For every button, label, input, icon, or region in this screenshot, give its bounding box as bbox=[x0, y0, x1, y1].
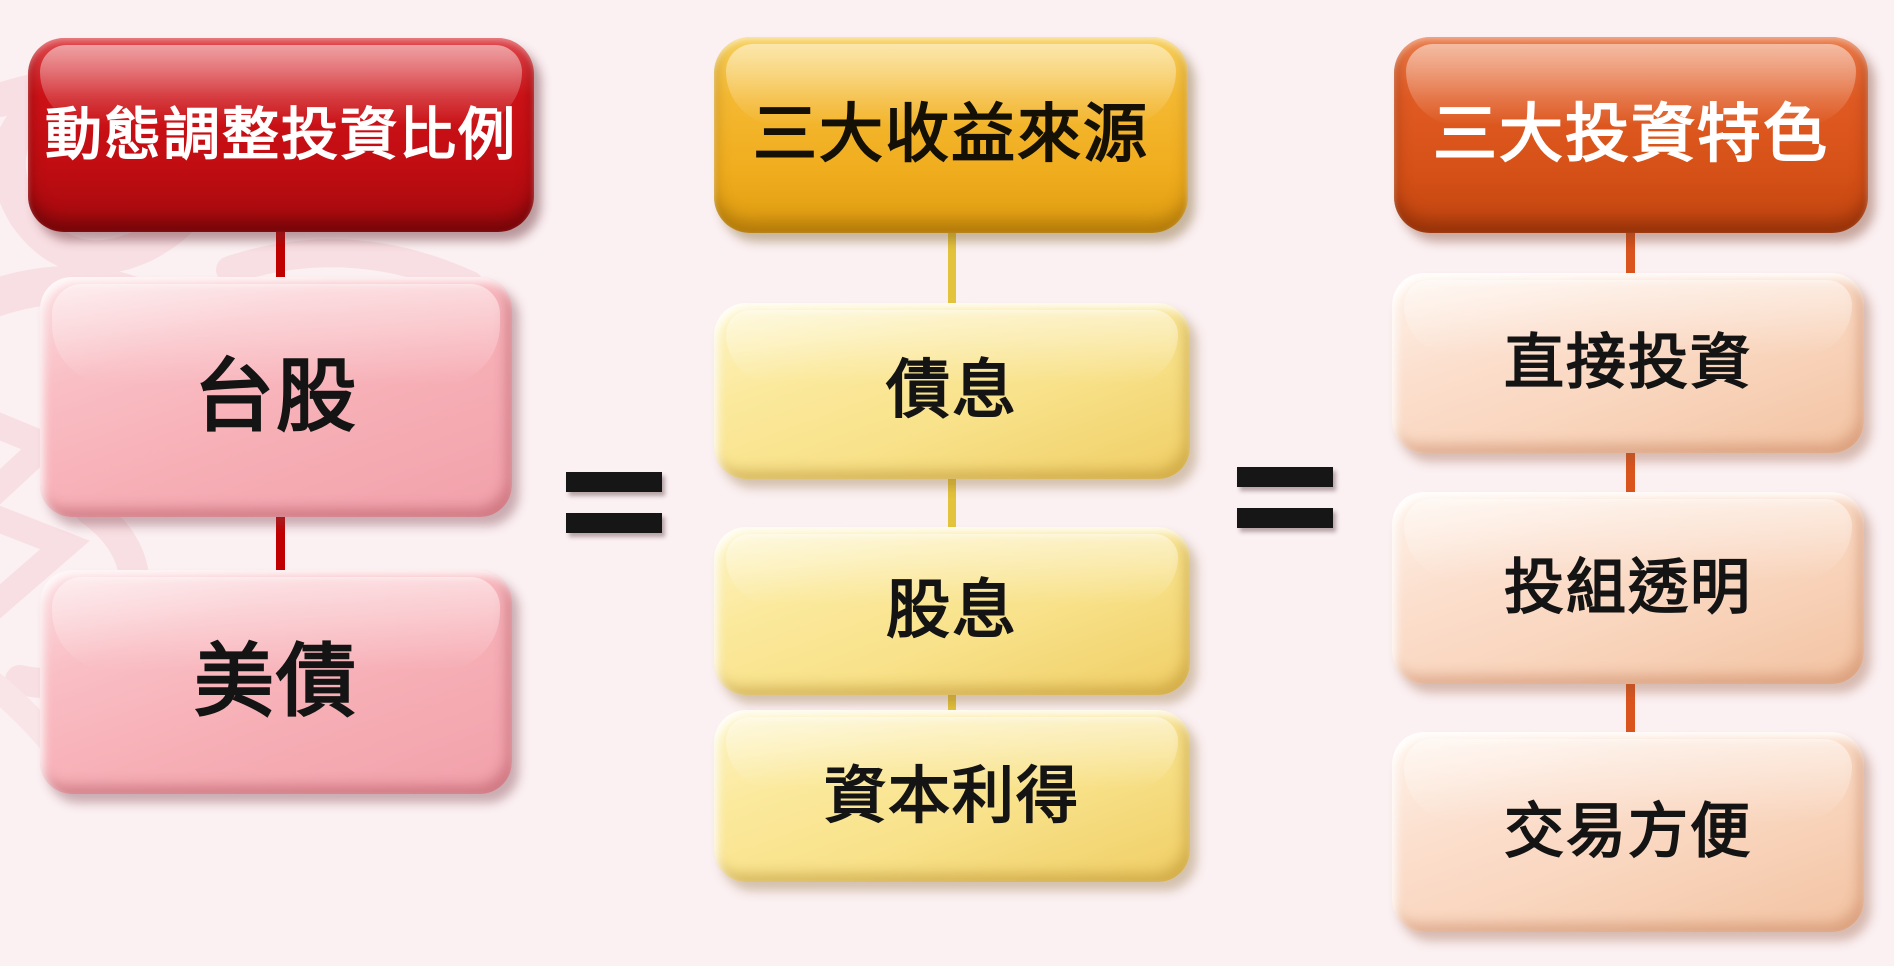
connector-line bbox=[948, 228, 956, 308]
node-us-bonds: 美債 bbox=[40, 570, 512, 794]
connector-line bbox=[948, 475, 956, 531]
node-stock-dividends: 股息 bbox=[714, 527, 1190, 695]
equals-bar bbox=[566, 513, 662, 533]
header-dynamic-allocation: 動態調整投資比例 bbox=[28, 38, 534, 232]
connector-line bbox=[1626, 680, 1635, 736]
connector-line bbox=[1626, 448, 1635, 496]
connector-line bbox=[276, 512, 285, 574]
connector-line bbox=[276, 226, 285, 282]
node-label: 股息 bbox=[886, 574, 1018, 648]
node-label: 債息 bbox=[886, 354, 1018, 428]
equals-bar bbox=[566, 472, 662, 492]
header-investment-features: 三大投資特色 bbox=[1394, 37, 1868, 233]
node-label: 投組透明 bbox=[1504, 553, 1752, 623]
node-label: 資本利得 bbox=[823, 759, 1080, 832]
node-transparent-portfolio: 投組透明 bbox=[1392, 492, 1864, 684]
node-label: 交易方便 bbox=[1504, 797, 1752, 867]
node-convenient-trading: 交易方便 bbox=[1392, 732, 1864, 932]
node-label: 台股 bbox=[194, 350, 358, 443]
node-direct-investment: 直接投資 bbox=[1392, 273, 1864, 453]
header-income-sources: 三大收益來源 bbox=[714, 37, 1188, 233]
equals-icon: = bbox=[1237, 467, 1333, 528]
node-capital-gains: 資本利得 bbox=[714, 710, 1190, 882]
node-label: 美債 bbox=[194, 635, 358, 728]
equals-bar bbox=[1237, 467, 1333, 487]
header-label: 動態調整投資比例 bbox=[45, 101, 517, 168]
header-label: 三大收益來源 bbox=[753, 98, 1149, 172]
node-label: 直接投資 bbox=[1504, 328, 1752, 398]
equals-icon: = bbox=[566, 472, 662, 533]
connector-line bbox=[948, 688, 956, 714]
equals-bar bbox=[1237, 508, 1333, 528]
connector-line bbox=[1626, 228, 1635, 278]
node-taiwan-stocks: 台股 bbox=[40, 277, 512, 517]
node-bond-interest: 債息 bbox=[714, 303, 1190, 479]
header-label: 三大投資特色 bbox=[1433, 98, 1829, 172]
